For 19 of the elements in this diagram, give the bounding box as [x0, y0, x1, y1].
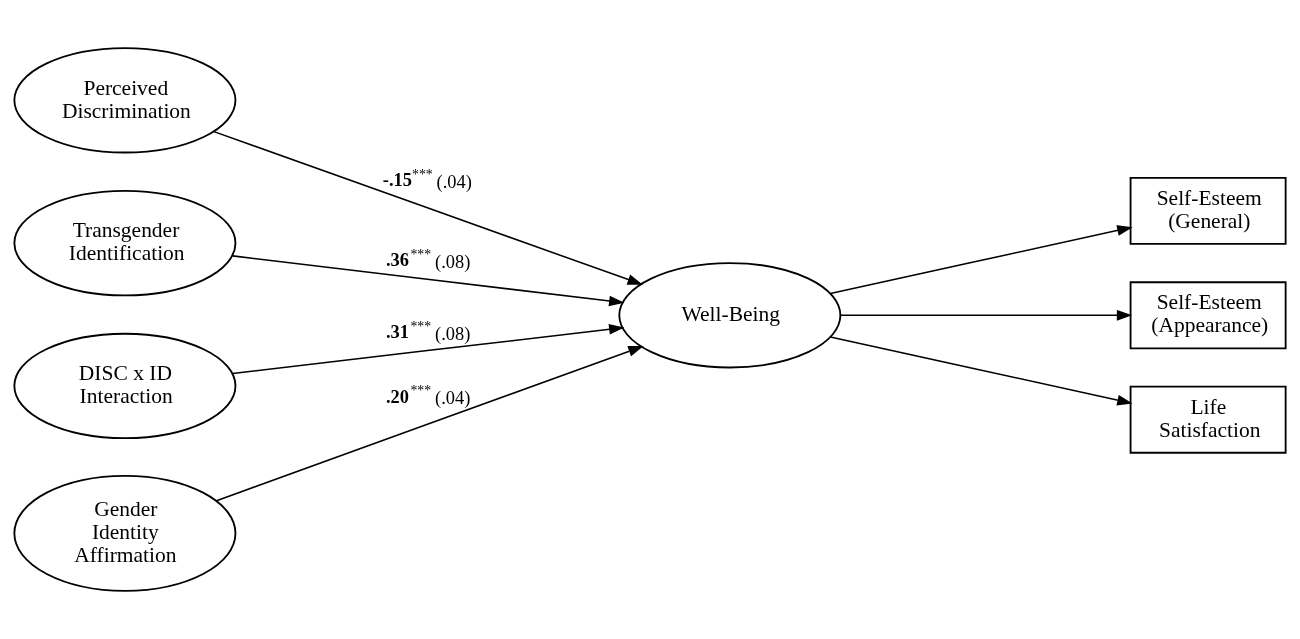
edge-label: -.15$^{***}$ (.04) — [382, 166, 472, 193]
node-ellipse: Transgender Identification — [13, 190, 237, 297]
arrow — [213, 130, 643, 285]
node-ellipse: Perceived Discrimination — [13, 47, 237, 154]
arrow — [829, 225, 1133, 295]
edge-label: .20$^{***}$ (.04) — [385, 383, 471, 409]
edge-label: .36$^{***}$ (.08) — [385, 246, 471, 272]
node-box: Self-Esteem (Appearance) — [1129, 281, 1287, 350]
arrow — [215, 345, 644, 502]
arrow — [839, 309, 1133, 321]
arrow — [829, 336, 1133, 406]
node-ellipse: Well-Being — [618, 262, 842, 369]
edge-label: .31$^{***}$ (.08) — [385, 318, 471, 345]
node-ellipse: DISC x ID Interaction — [13, 332, 237, 440]
node-box: Life Satisfaction — [1129, 385, 1287, 454]
node-ellipse: Gender Identity Affirmation — [13, 474, 237, 592]
arrow — [231, 255, 625, 307]
arrow — [231, 323, 625, 375]
node-box: Self-Esteem (General) — [1129, 176, 1287, 245]
